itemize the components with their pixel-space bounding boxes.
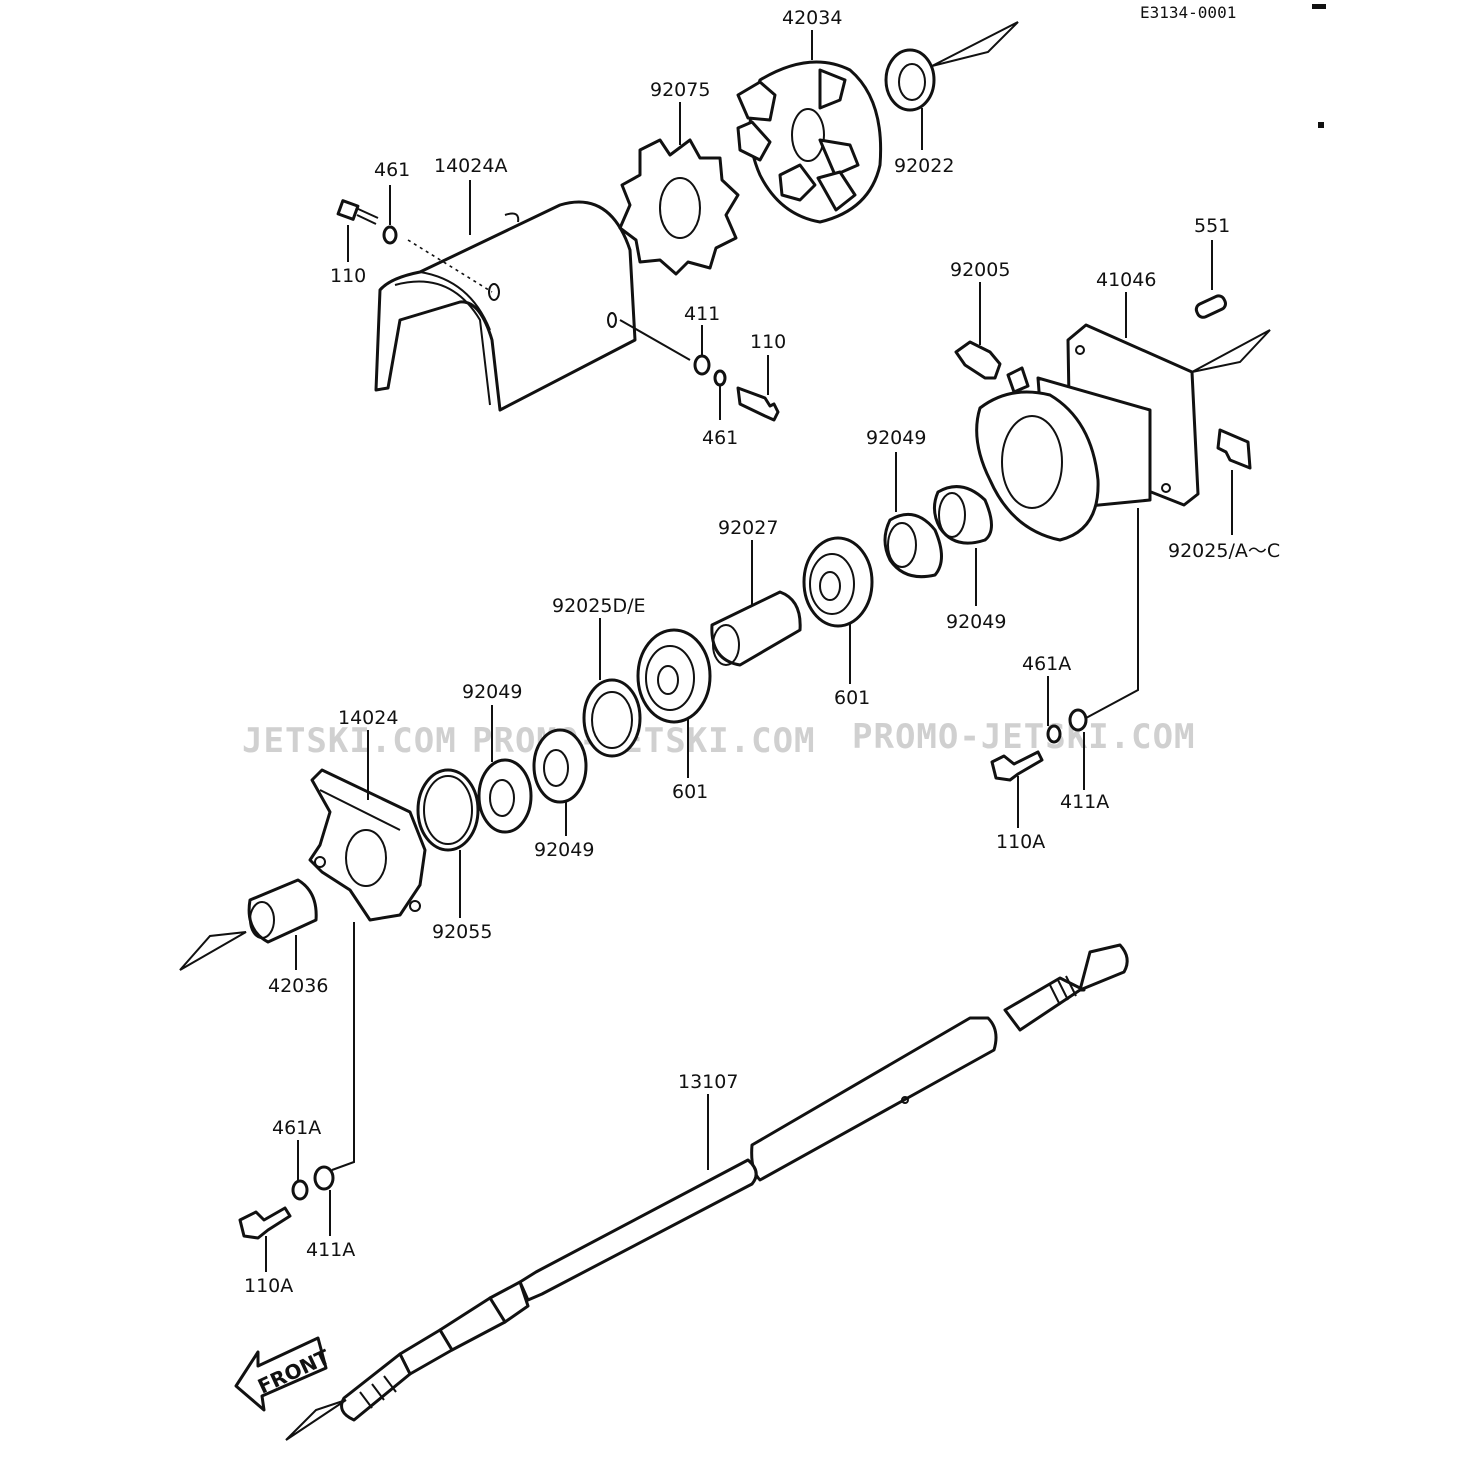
fitting-92005 — [954, 340, 1002, 380]
label-110A-right: 110A — [996, 831, 1045, 853]
label-42036: 42036 — [268, 975, 328, 997]
front-arrow: FRONT — [234, 1336, 334, 1412]
label-14024: 14024 — [338, 707, 398, 729]
direction-arrow-left — [179, 931, 247, 971]
washer-411A-right — [1068, 708, 1088, 732]
label-41046: 41046 — [1096, 269, 1156, 291]
bolt-110-top — [336, 199, 379, 225]
housing-41046 — [975, 323, 1200, 542]
washer-411A-left — [313, 1165, 335, 1191]
label-461A-left: 461A — [272, 1117, 321, 1139]
label-92005: 92005 — [950, 259, 1010, 281]
bolt-110-mid — [736, 386, 780, 422]
diagram-code: E3134-0001 — [1140, 3, 1236, 22]
label-411A-left: 411A — [306, 1239, 355, 1261]
label-92049-d: 92049 — [534, 839, 594, 861]
shim-92025AC — [1216, 428, 1252, 470]
cap-14024 — [308, 768, 427, 922]
label-461A-right: 461A — [1022, 653, 1071, 675]
washer-461-mid — [713, 369, 727, 387]
label-411: 411 — [684, 303, 720, 325]
oring-92055 — [416, 768, 480, 852]
label-92025AC: 92025/A～C — [1168, 540, 1280, 562]
shaft-13107 — [340, 943, 1129, 1422]
shim-92025DE — [582, 678, 642, 758]
label-601-b: 601 — [672, 781, 708, 803]
watermark-3: PROMO-JETSKI.COM — [852, 717, 1196, 757]
label-92055: 92055 — [432, 921, 492, 943]
label-92049-c: 92049 — [462, 681, 522, 703]
pin-551 — [1194, 294, 1227, 319]
bearing-601-b — [636, 628, 712, 724]
label-92027: 92027 — [718, 517, 778, 539]
direction-arrow-bottom — [285, 1399, 347, 1441]
label-92025DE: 92025D/E — [552, 595, 645, 617]
label-42034: 42034 — [782, 7, 842, 29]
label-411A-right: 411A — [1060, 791, 1109, 813]
collar-92027 — [710, 590, 802, 667]
bearing-601-a — [802, 536, 874, 628]
leader-cap-to-411A — [331, 922, 355, 1171]
seal-92022 — [884, 48, 936, 112]
bolt-110A-left — [238, 1206, 292, 1240]
label-110-top: 110 — [330, 265, 366, 287]
washer-411 — [693, 354, 711, 376]
direction-arrow-top — [931, 21, 1019, 67]
label-601-a: 601 — [834, 687, 870, 709]
watermark-1: JETSKI.COM — [242, 721, 457, 761]
corner-mark — [1312, 4, 1326, 9]
washer-461-top — [382, 225, 398, 245]
watermark-group: JETSKI.COM PROMO-JETSKI.COM PROMO-JETSKI… — [242, 717, 1196, 761]
leader-cover-to-411 — [619, 319, 691, 361]
label-92049-a: 92049 — [866, 427, 926, 449]
label-92075: 92075 — [650, 79, 710, 101]
label-461-mid: 461 — [702, 427, 738, 449]
label-14024A: 14024A — [434, 155, 507, 177]
label-92022: 92022 — [894, 155, 954, 177]
label-13107: 13107 — [678, 1071, 738, 1093]
bush-42036 — [247, 878, 318, 944]
damper-92075 — [618, 138, 740, 276]
direction-arrow-housing — [1191, 329, 1271, 373]
label-92049-b: 92049 — [946, 611, 1006, 633]
bolt-110A-right — [990, 750, 1044, 782]
watermark-2: PROMO-JETSKI.COM — [472, 721, 816, 761]
coupling-42034 — [736, 60, 883, 224]
bearing-92049-d — [532, 728, 588, 804]
cover-14024A — [374, 200, 637, 412]
label-461-top: 461 — [374, 159, 410, 181]
bush-92049-a — [883, 512, 943, 579]
bearing-92049-c — [477, 758, 533, 834]
washer-461A-left — [291, 1179, 309, 1201]
label-110-mid: 110 — [750, 331, 786, 353]
bush-92049-b — [933, 485, 993, 545]
washer-461A-right — [1046, 724, 1062, 744]
part-labels: 42034 92075 92022 461 14024A 110 411 110… — [244, 7, 1280, 1297]
label-551: 551 — [1194, 215, 1230, 237]
label-110A-left: 110A — [244, 1275, 293, 1297]
leader-housing-to-411A — [1085, 508, 1139, 719]
corner-dot — [1318, 122, 1324, 128]
